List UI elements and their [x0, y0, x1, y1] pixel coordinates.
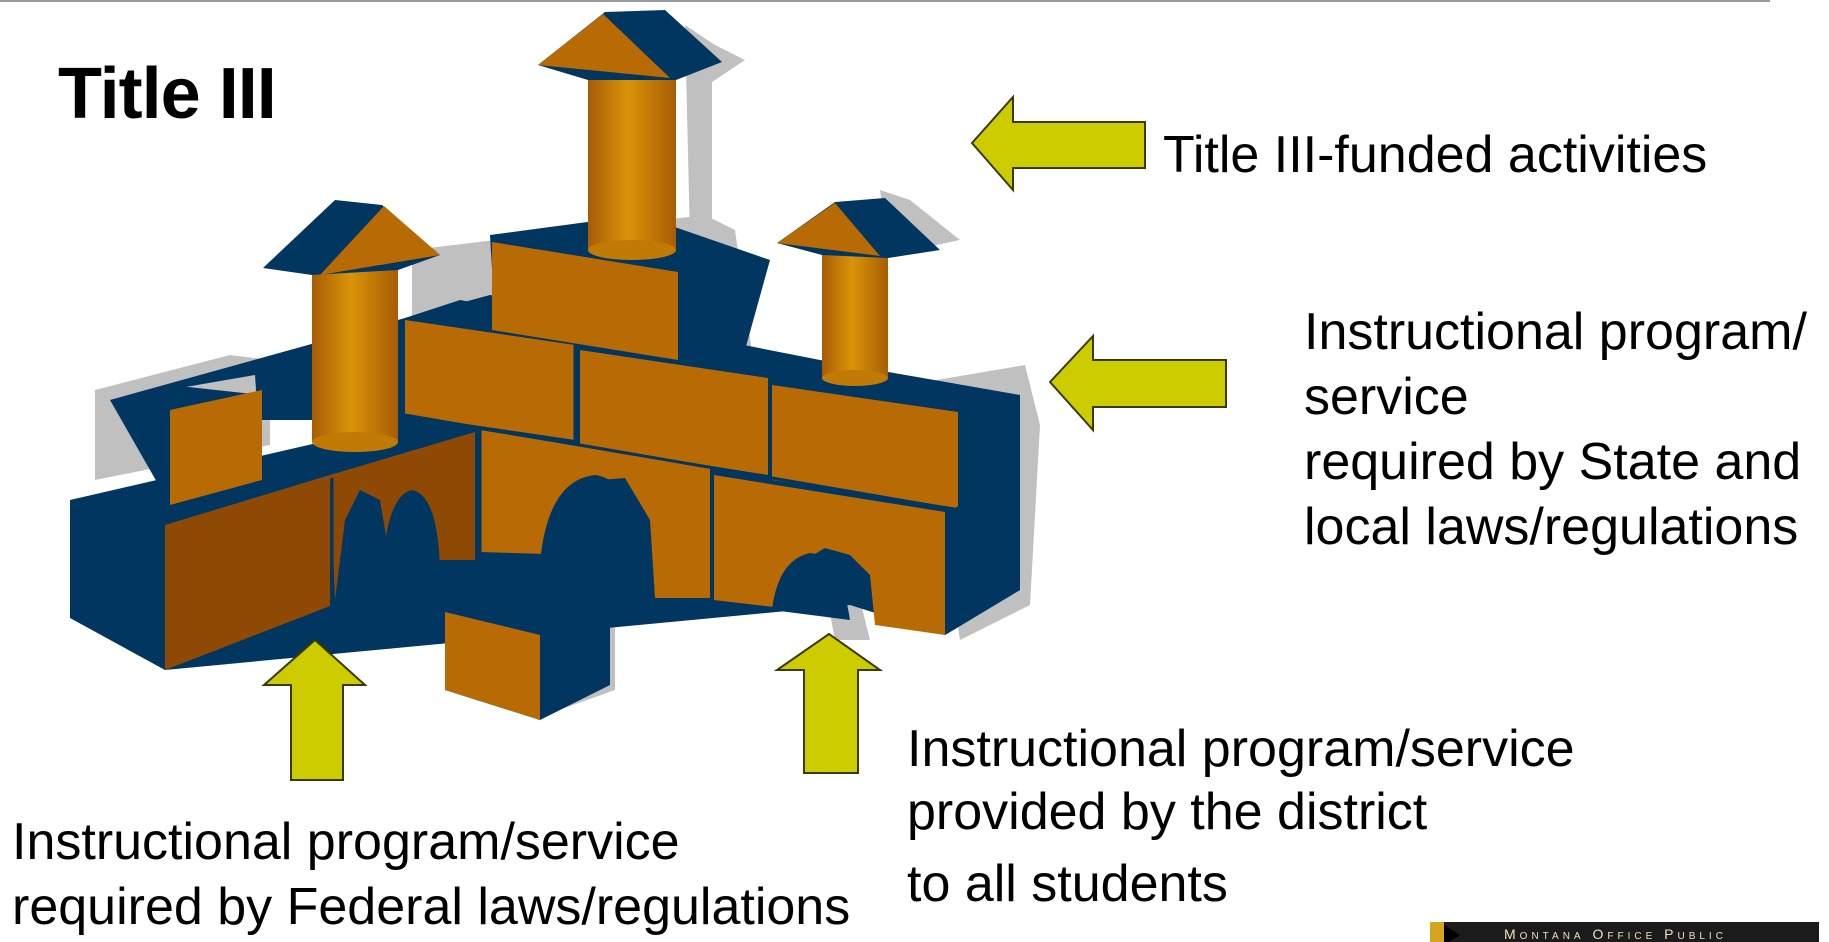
top-rule: [0, 0, 1770, 2]
loose-block: [445, 590, 610, 720]
label-line: provided by the district: [907, 783, 1428, 842]
arrow-district: [773, 632, 884, 774]
logo-text: Montana Office Public Instruction: [1504, 926, 1727, 942]
page-title: Title III: [58, 54, 277, 134]
label-federal: Instructional program/service required b…: [12, 810, 850, 940]
label-line: local laws/regulations: [1304, 498, 1799, 556]
tower-left: [263, 200, 440, 452]
label-line: Instructional program/: [1304, 303, 1807, 361]
label-line: to all students: [907, 854, 1228, 913]
label-line: required by State and: [1304, 433, 1802, 491]
tower-right: [777, 198, 940, 386]
play-icon: [1444, 925, 1460, 942]
label-line: Instructional program/service: [907, 720, 1575, 778]
label-state-local: Instructional program/ service required …: [1304, 300, 1807, 560]
arrow-federal: [261, 638, 368, 781]
label-line: Instructional program/service: [12, 813, 680, 871]
label-line: service: [1304, 368, 1469, 426]
tower-center: [538, 10, 722, 260]
label-line: required by Federal laws/regulations: [12, 878, 851, 936]
arrow-title-iii-funded: [970, 94, 1146, 193]
arrow-state-local: [1048, 333, 1227, 433]
label-title-iii-funded: Title III-funded activities: [1163, 126, 1708, 184]
label-district: Instructional program/service provided b…: [907, 718, 1575, 916]
opi-logo: Montana Office Public Instruction: [1430, 922, 1819, 942]
castle-base: [70, 215, 1020, 670]
